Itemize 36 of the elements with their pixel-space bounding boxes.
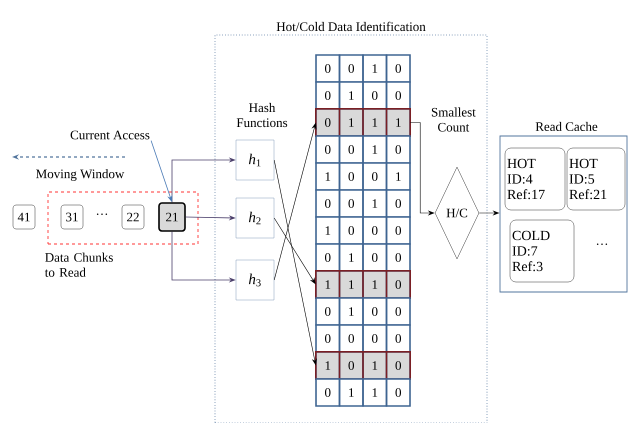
cache-entry: HOT ID:4 Ref:17 [504,148,566,210]
counter-row: 0 0 1 0 [315,135,411,164]
counter-row: 0 0 1 0 [315,54,411,83]
counter-row: 0 1 1 0 [315,378,411,407]
node-label: Data Chunks to Read [44,252,113,277]
node-label: Hot/Cold Data Identification [276,22,426,32]
cache-entry: HOT ID:5 Ref:21 [566,148,626,210]
counter-row: 1 0 0 1 [315,162,411,191]
hash-function-box: h$_{3}$ [236,260,274,300]
hash-function-box: h$_{1}$ [236,140,274,180]
moving-window-label: Moving Window [36,169,124,181]
cache-entry: COLD ID:7 Ref:3 [510,220,574,282]
annotation-text: Current Access [70,130,150,140]
data-chunk: 31 [60,204,84,230]
counter-row: 0 0 1 0 [315,189,411,218]
counter-row: 0 1 0 0 [315,243,411,272]
arrow [274,218,316,284]
counter-row: 1 0 0 0 [315,216,411,245]
data-chunk: 41 [12,204,36,230]
hash-function-box: h$_{2}$ [236,198,274,238]
counter-row: 0 1 0 0 [315,81,411,110]
node-label: 0 [396,64,402,73]
ellipsis: ··· [596,243,608,245]
node-label: 0 [348,64,354,73]
counter-row: 0 1 0 0 [315,297,411,326]
edge-label: Smallest Count [424,106,482,133]
counter-row: 1 1 1 0 [315,270,411,299]
counter-row: 0 1 1 1 [315,108,411,137]
node-label: 0 [325,64,331,73]
counter-row: 0 0 0 0 [315,324,411,353]
current-chunk: 21 [158,202,186,232]
node-label: Read Cache [536,122,598,132]
data-chunk: 22 [122,204,144,230]
ellipsis: ··· [96,213,108,215]
counter-row: 1 0 1 0 [315,351,411,380]
hash-functions-label: Hash Functions [236,102,288,128]
